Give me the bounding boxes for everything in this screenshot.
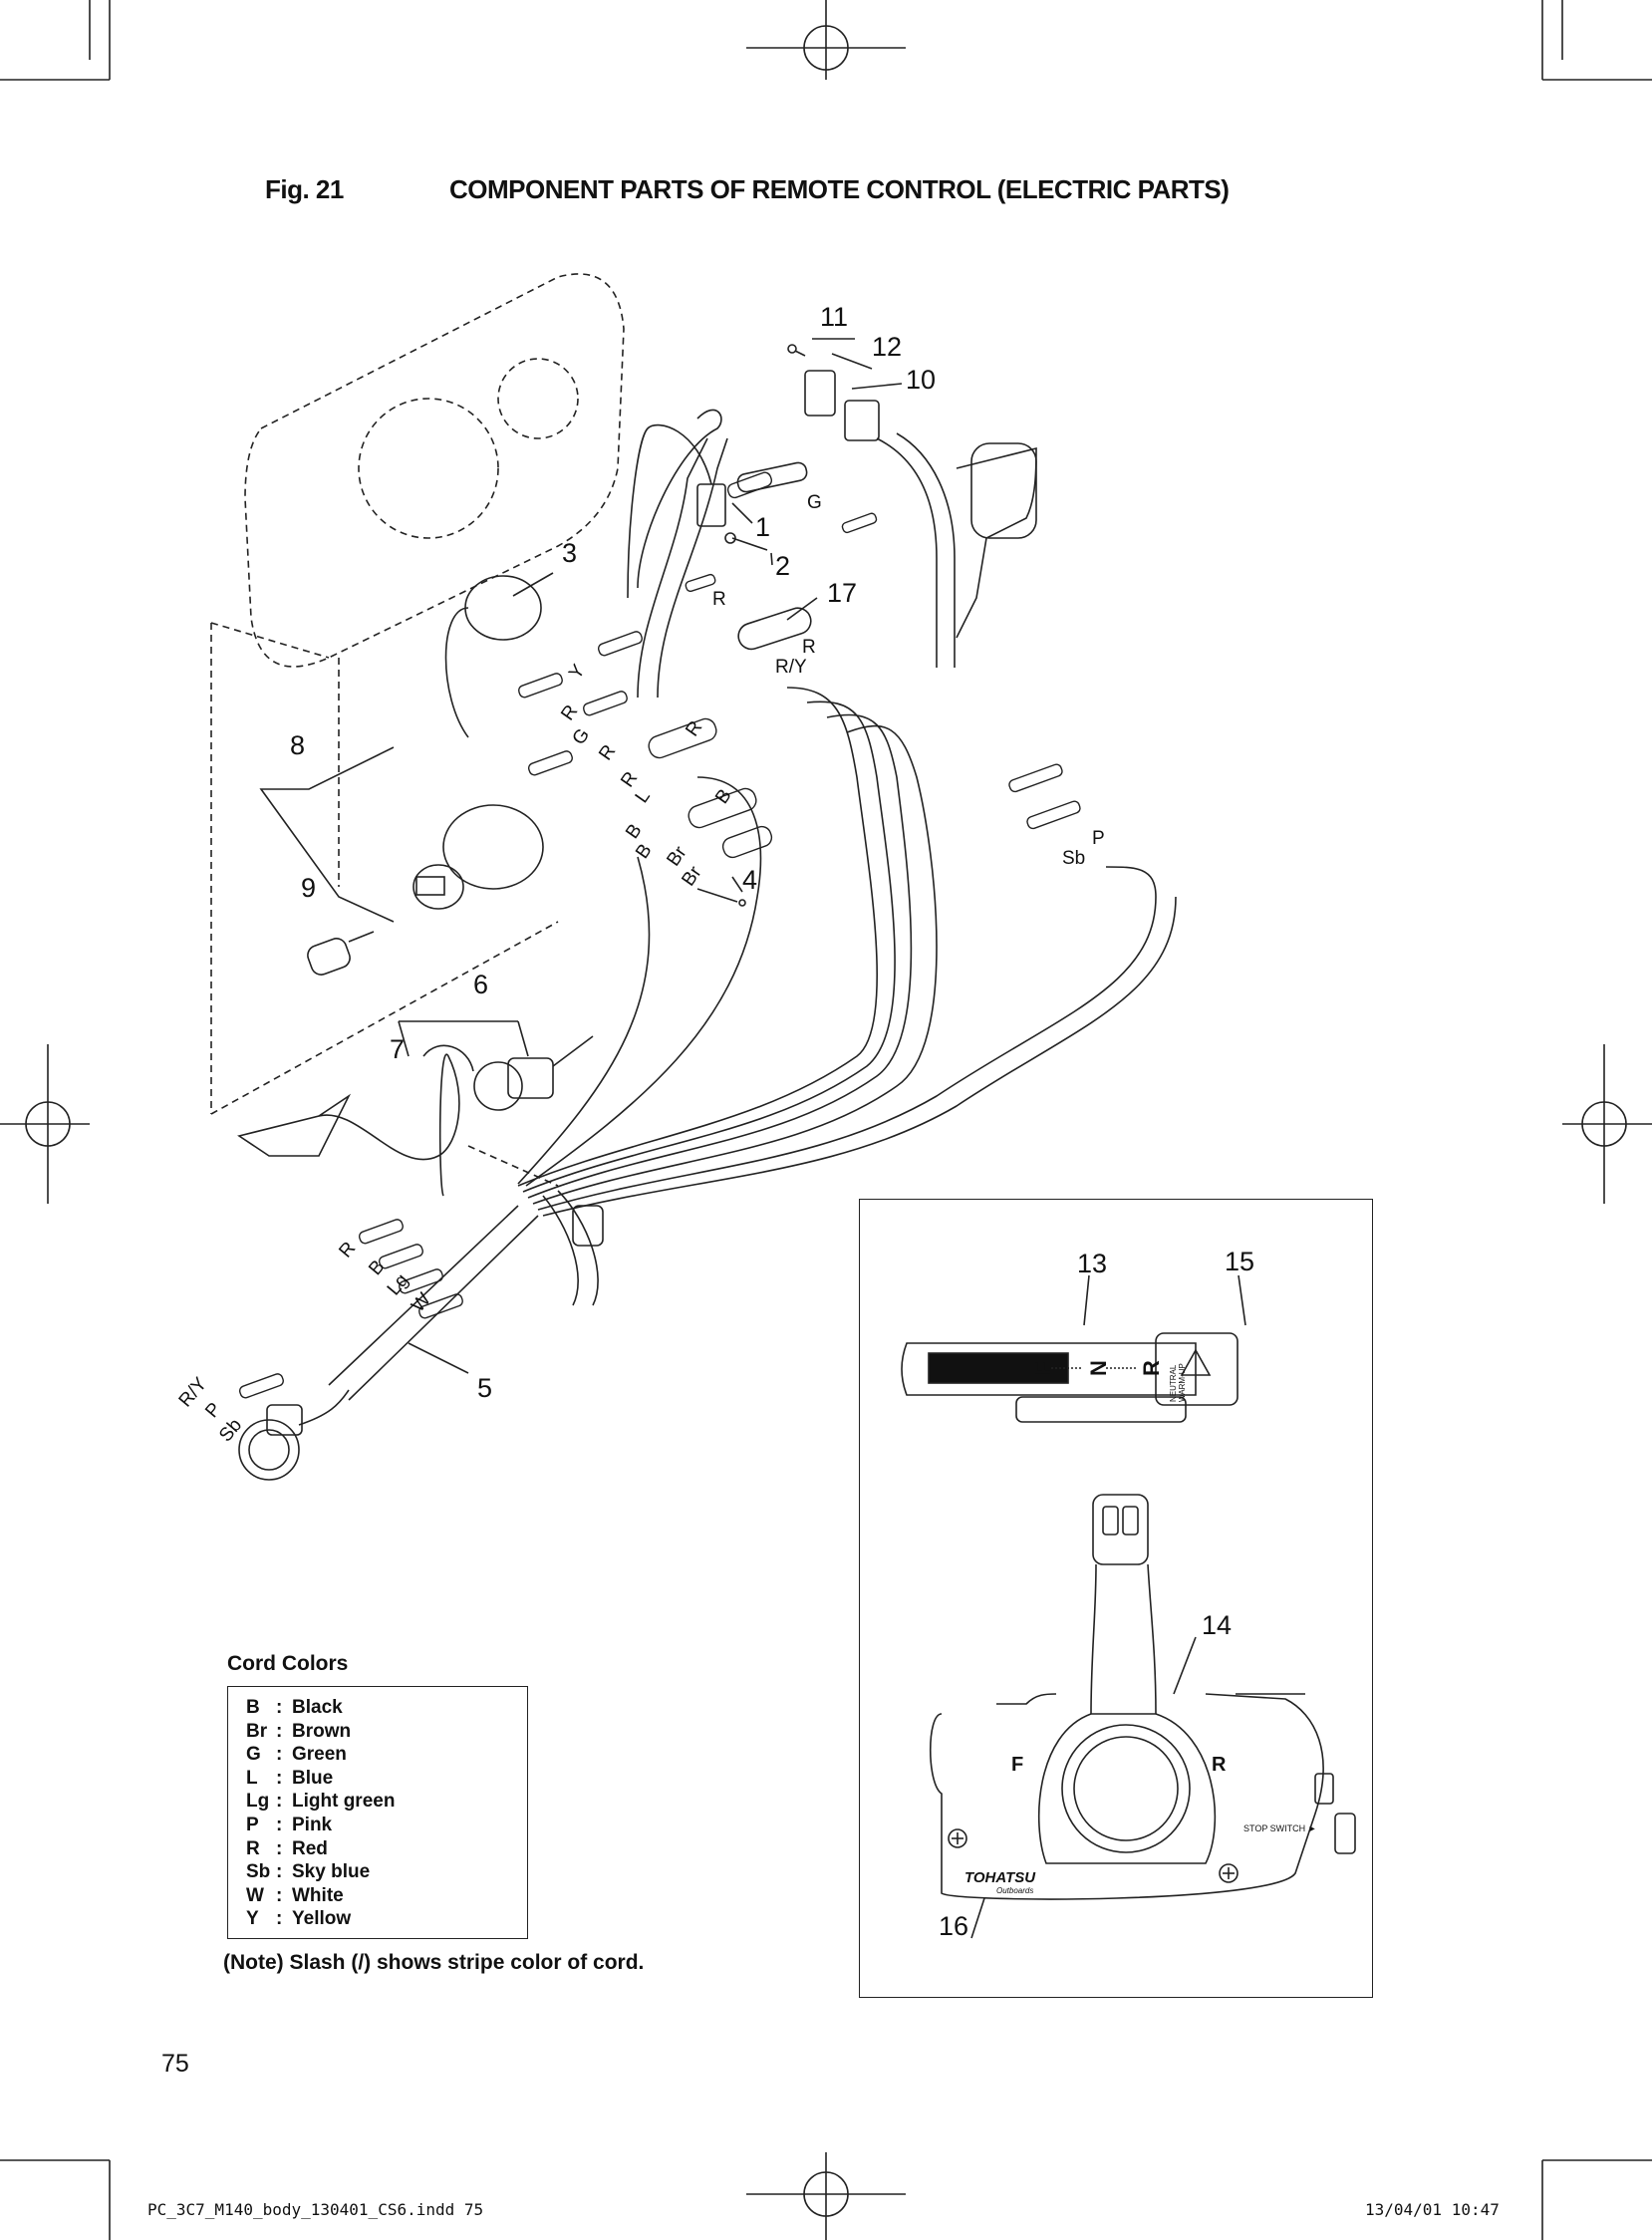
cord-color-row: R:Red [246,1837,328,1859]
wire-label: R [802,637,816,658]
callout-13: 13 [1077,1249,1108,1278]
lever-f-label: F [1011,1754,1024,1776]
brand-subtitle: Outboards [996,1886,1034,1895]
cord-color-row: B:Black [246,1697,343,1718]
callout-8: 8 [290,730,306,760]
cord-color-row: Y:Yellow [246,1908,352,1930]
footer-filename: PC_3C7_M140_body_130401_CS6.indd 75 [147,2200,484,2219]
callout-4: 4 [742,865,758,895]
stripe-note: (Note) Slash (/) shows stripe color of c… [223,1951,645,1974]
cable-harness [517,409,1177,1217]
part-9-key [307,931,375,976]
figure-title: COMPONENT PARTS OF REMOTE CONTROL (ELECT… [449,174,1230,204]
registration-mark-right [1562,1044,1652,1204]
lever-r-label: R [1212,1754,1227,1776]
part-3-buzzer [444,575,542,738]
remote-control-housing [210,273,625,1187]
part-8-ignition-switch [413,804,544,910]
callout-10: 10 [906,365,937,395]
cord-colors-table: B:Black Br:Brown G:Green L:Blue Lg:Light… [227,1686,528,1939]
wire-plugs [238,471,1081,1399]
part-10-12-switch-assembly [787,344,956,668]
wire-label: P [1092,828,1105,849]
bracket-8-9 [259,746,395,923]
registration-mark-bottom [746,2152,906,2240]
part-1-switch [627,423,808,599]
part-6-stop-switch [398,1020,594,1111]
callout-3: 3 [562,538,578,568]
part-4-wire-tie [696,888,746,907]
part-17-tube [737,607,812,651]
wire-label: G [807,492,822,513]
indicator-r-label: R [1138,1360,1164,1376]
indicator-f-label: F [1030,1361,1056,1375]
part-7-lanyard [237,1044,474,1197]
part-2-screw [724,532,768,551]
part-14-control-lever [996,1494,1217,1864]
handle-silhouette [956,442,1037,639]
stop-switch-label: STOP SWITCH ► [1243,1823,1317,1833]
neutral-warmup-label: NEUTRAL WARM-UP [1169,1363,1187,1402]
part-16-base-plate [930,1693,1356,1900]
page-number: 75 [161,2050,189,2078]
callout-2: 2 [775,551,791,581]
callout-12: 12 [872,332,903,362]
callout-1: 1 [755,512,771,542]
callout-14: 14 [1202,1610,1233,1640]
callout-16: 16 [939,1911,969,1941]
indicator-n-label: N [1085,1360,1111,1376]
cord-color-row: Br:Brown [246,1720,352,1742]
cord-color-row: Lg:Light green [246,1791,396,1813]
cord-color-row: Sb:Sky blue [246,1861,371,1883]
wire-label: Sb [1062,848,1086,869]
brand-logo: TOHATSU [964,1869,1036,1886]
cord-colors-title: Cord Colors [227,1652,349,1675]
wire-label: R [712,589,726,610]
cord-color-row: G:Green [246,1744,347,1766]
cord-color-row: W:White [246,1884,344,1906]
callout-7: 7 [390,1034,406,1064]
wire-label: R/Y [775,657,807,678]
callout-5: 5 [477,1373,493,1403]
part-13-indicator-panel [901,1332,1239,1423]
registration-mark-left [0,1044,90,1204]
callout-15: 15 [1225,1247,1255,1276]
registration-mark-top [746,0,906,80]
inset-panel [859,1199,1373,1998]
callout-leaders [408,338,1246,1939]
figure-number: Fig. 21 [265,174,344,204]
cord-color-row: L:Blue [246,1767,334,1789]
footer-timestamp: 13/04/01 10:47 [1365,2200,1500,2219]
cord-color-row: P:Pink [246,1814,333,1835]
callout-9: 9 [301,873,317,903]
callout-6: 6 [473,970,489,999]
callout-11: 11 [820,302,849,332]
callout-17: 17 [827,578,858,608]
part-5-harness-connector [238,1190,604,1481]
